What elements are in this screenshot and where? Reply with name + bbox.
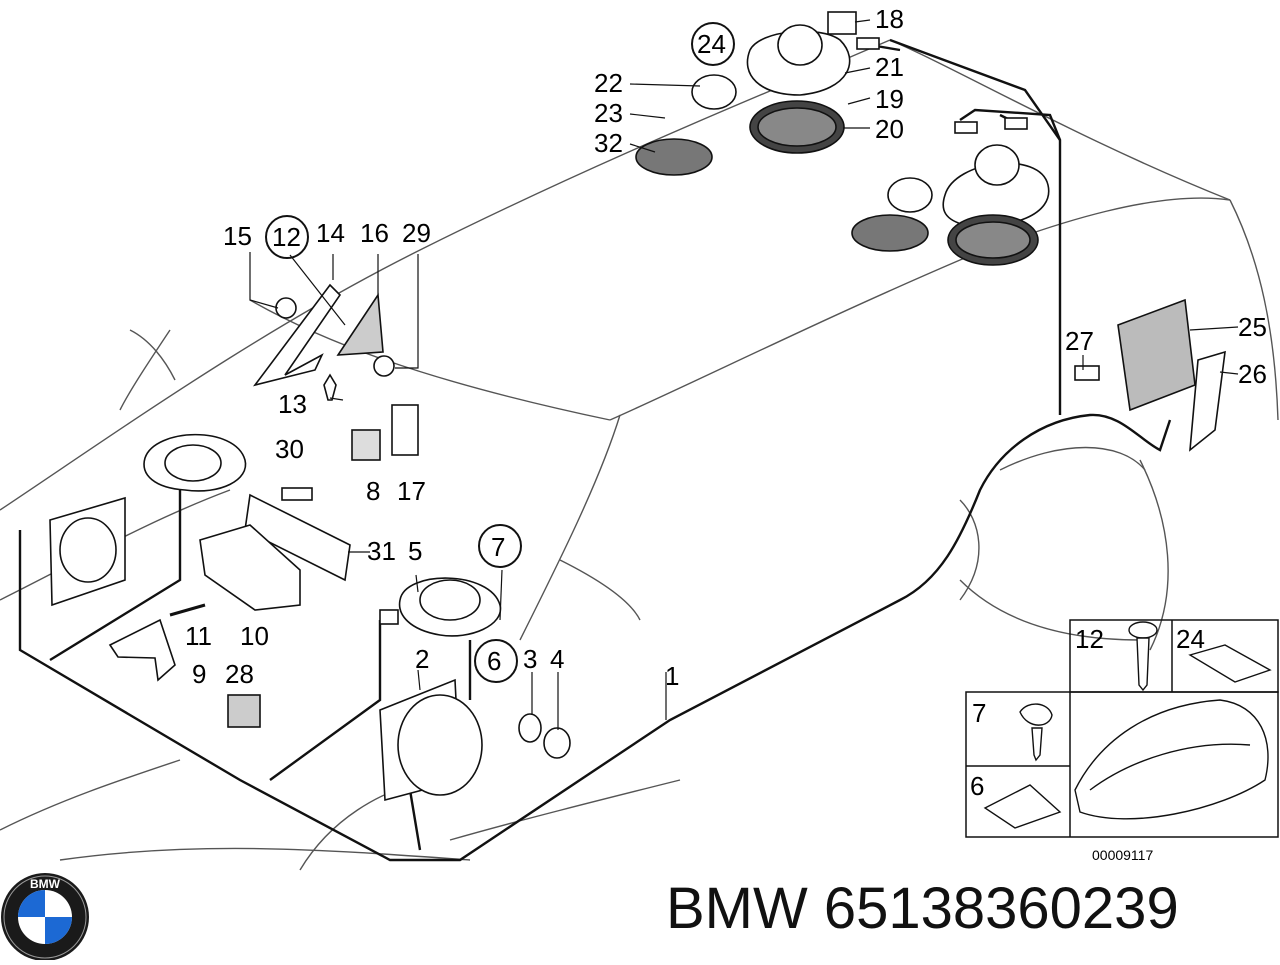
diagram-reference-number: 00009117	[1092, 847, 1153, 863]
nut-4	[543, 727, 571, 759]
callout-27: 27	[1065, 326, 1094, 356]
callout-7: 7	[491, 532, 505, 562]
clip-15	[275, 297, 297, 319]
callout-labels: 1 2 3 4 5 6 7 8 9 10 11 12 13 14 15 16 1…	[185, 4, 1267, 691]
speaker-cone	[777, 24, 823, 66]
inset-parts-table: 12 24 7 6 00009117	[965, 619, 1279, 863]
part-title: BMW 65138360239	[666, 880, 1179, 938]
callout-8: 8	[366, 476, 380, 506]
callout-10: 10	[240, 621, 269, 651]
tweeter-22	[691, 74, 737, 110]
callout-29: 29	[402, 218, 431, 248]
callout-15: 15	[223, 221, 252, 251]
leader-lines	[249, 19, 1239, 730]
inset-car-thumbnail	[1074, 699, 1269, 820]
callout-28: 28	[225, 659, 254, 689]
inset-label-24: 24	[1176, 624, 1205, 654]
callout-31: 31	[367, 536, 396, 566]
callout-32: 32	[594, 128, 623, 158]
pin-11	[169, 603, 206, 617]
amplifier-25	[1117, 298, 1196, 412]
callout-16: 16	[360, 218, 389, 248]
clip-30	[281, 487, 313, 501]
callout-14: 14	[316, 218, 345, 248]
inset-screw-shank	[1136, 637, 1150, 692]
callout-24: 24	[697, 29, 726, 59]
brand-name: BMW	[666, 876, 808, 941]
inset-screw-head	[1128, 621, 1158, 639]
bracket-9	[108, 618, 176, 682]
callout-3: 3	[523, 644, 537, 674]
components	[49, 11, 1226, 802]
callout-11: 11	[185, 621, 212, 651]
bolt-27	[1074, 365, 1100, 381]
callout-12: 12	[272, 222, 301, 252]
callout-9: 9	[192, 659, 206, 689]
callout-13: 13	[278, 389, 307, 419]
callout-21: 21	[875, 52, 904, 82]
clip-29	[373, 355, 395, 377]
panel-31	[244, 493, 351, 582]
callout-6: 6	[487, 646, 501, 676]
tweeter-grille-32	[635, 138, 713, 176]
clip-28	[227, 694, 261, 728]
callout-22: 22	[594, 68, 623, 98]
inset-label-7: 7	[972, 698, 986, 728]
inset-label-12: 12	[1075, 624, 1104, 654]
tweeter-cover-16	[336, 292, 384, 356]
callout-19: 19	[875, 84, 904, 114]
inset-clip-6	[983, 784, 1062, 829]
relay-8	[351, 429, 381, 461]
logo-letters: BMW	[30, 877, 61, 891]
pillar-trim-14	[253, 283, 342, 387]
washer-3	[518, 713, 542, 743]
gasket-17	[391, 404, 419, 456]
callout-1: 1	[665, 661, 679, 691]
callout-26: 26	[1238, 359, 1267, 389]
callout-20: 20	[875, 114, 904, 144]
bmw-roundel-logo: BMW	[1, 873, 89, 961]
callout-circles	[265, 22, 735, 683]
callout-18: 18	[875, 4, 904, 34]
clip-18	[827, 11, 857, 35]
callout-2: 2	[415, 644, 429, 674]
callout-17: 17	[397, 476, 426, 506]
callout-23: 23	[594, 98, 623, 128]
inset-screw-7	[1019, 703, 1053, 726]
callout-30: 30	[275, 434, 304, 464]
mount-10	[199, 524, 301, 611]
part-number: 65138360239	[823, 876, 1179, 941]
callout-4: 4	[550, 644, 564, 674]
screw-13	[323, 373, 337, 401]
inset-clip-24	[1188, 644, 1272, 683]
bracket-26	[1189, 350, 1226, 452]
inset-label-6: 6	[970, 771, 984, 801]
callout-5: 5	[408, 536, 422, 566]
callout-25: 25	[1238, 312, 1267, 342]
